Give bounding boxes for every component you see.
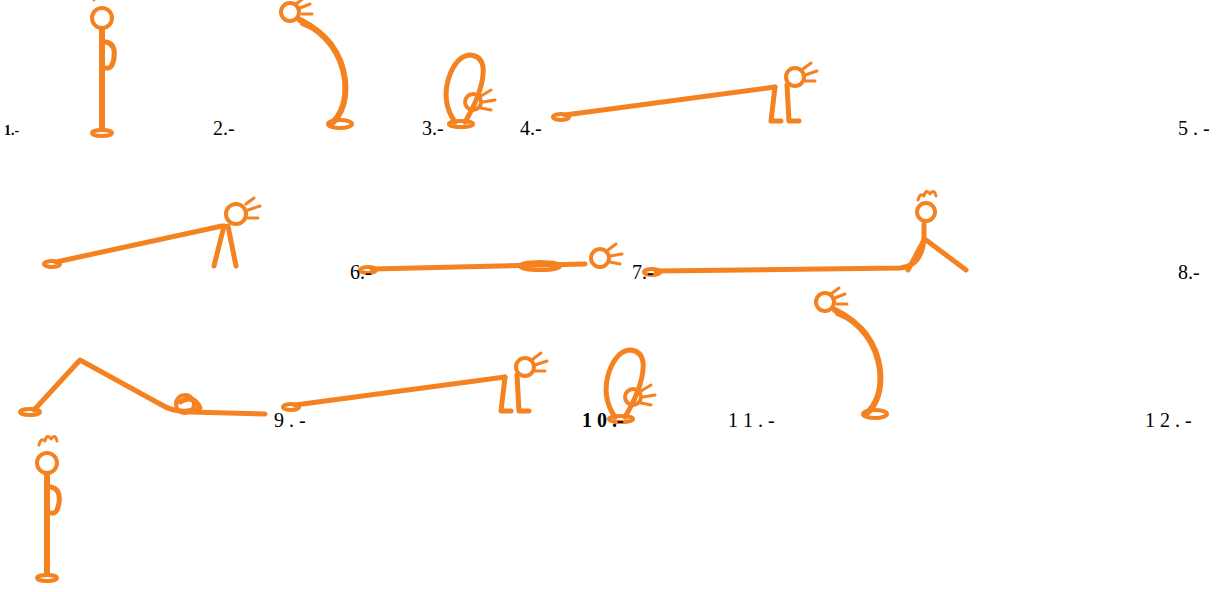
step-number: 2.- [213, 118, 235, 138]
step-number: 5 . - [1178, 118, 1210, 138]
step-number: 6.- [350, 262, 372, 282]
step-number: 1 1 . - [728, 410, 775, 430]
step-number: 4.- [520, 118, 542, 138]
step-number: 3.- [422, 118, 444, 138]
step-number: 1 0 .- [582, 410, 624, 430]
step-number: 9 . - [274, 410, 306, 430]
step-number: 7.- [632, 262, 654, 282]
step-number: 8.- [1178, 262, 1200, 282]
step-number: 1 2 . - [1145, 410, 1192, 430]
step-number: 1.- [4, 124, 19, 138]
